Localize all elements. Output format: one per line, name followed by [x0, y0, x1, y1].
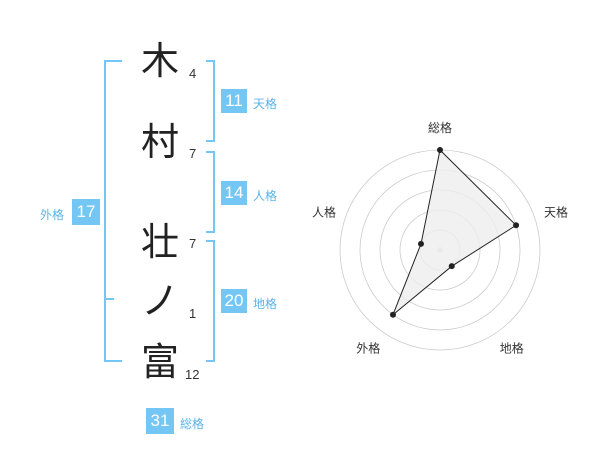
stroke-count-4: 1 — [189, 306, 197, 321]
radar-points — [389, 147, 520, 318]
stroke-count-2: 7 — [189, 146, 197, 161]
soukaku-value-badge: 31 — [146, 408, 174, 434]
name-char-5: 富 — [141, 340, 180, 384]
tenkaku-label: 天格 — [253, 97, 278, 111]
radar-axis-label-5: 人格 — [312, 204, 336, 219]
radar-point-3 — [448, 263, 455, 270]
radar-point-4 — [389, 311, 396, 318]
name-char-3: 壮 — [141, 220, 180, 264]
bracket-chikaku — [206, 240, 215, 362]
name-char-2: 村 — [141, 120, 180, 164]
jinkaku-value-badge: 14 — [221, 181, 247, 205]
bracket-gaikaku-tick — [104, 298, 114, 300]
bracket-gaikaku — [104, 60, 122, 362]
tenkaku-value-badge: 11 — [221, 89, 247, 113]
radar-point-2 — [513, 222, 520, 229]
radar-series-polygon — [392, 148, 517, 316]
radar-axis-label-3: 地格 — [500, 341, 524, 356]
name-char-4: ノ — [141, 279, 180, 323]
chikaku-label: 地格 — [253, 297, 278, 311]
radar-point-1 — [437, 147, 443, 153]
radar-axis-label-2: 天格 — [544, 204, 568, 219]
stroke-count-5: 12 — [185, 367, 200, 382]
jinkaku-label: 人格 — [253, 189, 278, 203]
radar-axis-label-1: 総格 — [428, 120, 452, 135]
gaikaku-value-badge: 17 — [72, 199, 100, 225]
name-char-1: 木 — [141, 39, 180, 83]
bracket-jinkaku — [206, 151, 215, 233]
stroke-count-3: 7 — [189, 236, 197, 251]
stroke-count-1: 4 — [189, 66, 197, 81]
bracket-tenkaku — [206, 60, 215, 142]
chikaku-value-badge: 20 — [221, 289, 247, 313]
gaikaku-label: 外格 — [40, 208, 65, 222]
soukaku-label: 総格 — [180, 417, 205, 431]
radar-point-5 — [417, 240, 424, 247]
radar-axis-label-4: 外格 — [356, 341, 380, 356]
